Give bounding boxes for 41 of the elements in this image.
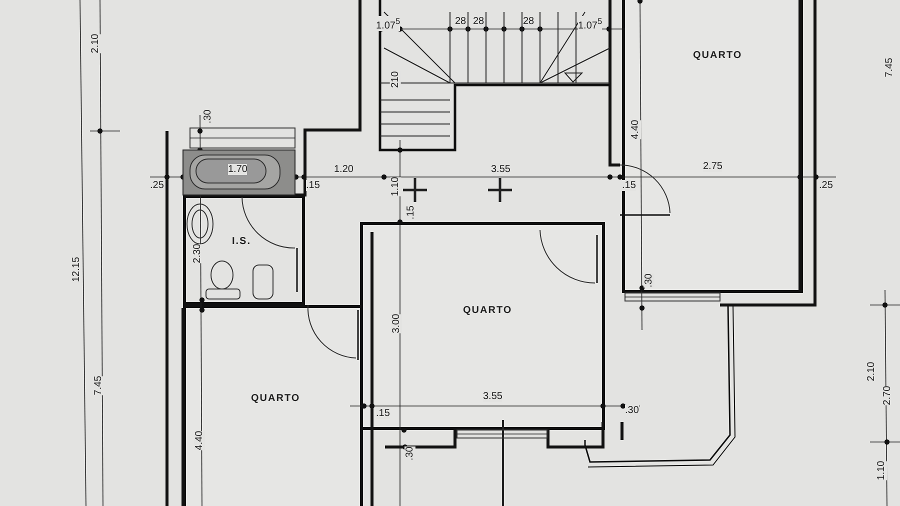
dimension-value: 2.10	[90, 34, 102, 54]
dimension-value: 3.00	[391, 314, 402, 334]
dimension-value: .30	[643, 274, 654, 288]
dimension-value: 2.75	[703, 161, 722, 172]
dimension-value: 1.10	[390, 176, 402, 196]
dimension-value: 1.07$^{5}$	[578, 16, 602, 32]
dimension-value: 2.10	[866, 362, 878, 382]
dimension-value: 28	[473, 16, 484, 27]
dimension-value: 2.70	[882, 386, 894, 406]
dimension-value: 3.55	[483, 391, 502, 402]
dimension-value: .15	[622, 180, 636, 191]
dimension-value: 4.40	[194, 430, 206, 450]
room-outline	[183, 305, 363, 506]
dimension-value: .30	[404, 446, 416, 460]
dimension-value: .25	[150, 180, 164, 191]
dimension-value: .30	[202, 110, 214, 124]
dimension-value: 28	[455, 16, 466, 27]
dimension-value: .15	[405, 206, 416, 220]
dimension-value: 12.15	[71, 256, 82, 282]
dimension-value: 4.40	[630, 120, 642, 140]
dimension-value: 7.45	[93, 376, 104, 396]
dimension-value: 1.07$^{5}$	[376, 16, 400, 32]
dimension-value: .15	[306, 180, 320, 191]
dimension-value: .15	[376, 408, 390, 419]
dimension-value: 1.10	[876, 460, 888, 480]
room-name: QUARTO	[251, 393, 300, 404]
dimension-value: .30	[625, 405, 639, 416]
dimension-value: .25	[819, 180, 833, 191]
room-name: QUARTO	[463, 305, 512, 316]
dimension-value: 1.20	[334, 164, 354, 175]
dimension-value: 28	[523, 16, 534, 27]
room-outline	[622, 0, 803, 293]
room-name: QUARTO	[693, 50, 742, 61]
dimension-value: 3.55	[491, 164, 510, 175]
room-outline	[183, 195, 305, 305]
dimension-value: 210	[390, 71, 401, 88]
dimension-value: 7.45	[884, 58, 896, 78]
room-outline	[360, 222, 605, 430]
room-name: I.S.	[232, 236, 252, 247]
dimension-value: 1.70	[228, 164, 248, 175]
dimension-value: 2.30	[192, 244, 204, 264]
